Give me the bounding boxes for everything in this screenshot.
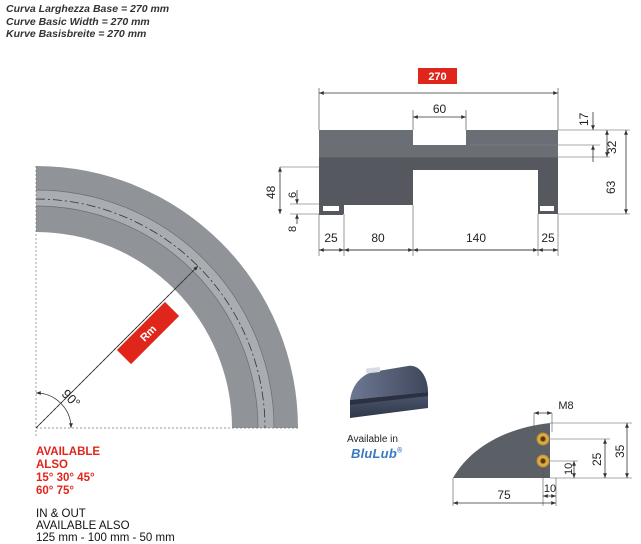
section-top-band xyxy=(319,130,558,157)
header-line-en: Curve Basic Width = 270 mm xyxy=(6,15,150,28)
curve-drawing: Rm 90° xyxy=(35,166,300,436)
dim-60: 60 xyxy=(433,102,447,116)
header-line-it: Curva Larghezza Base = 270 mm xyxy=(6,3,170,15)
end-piece-drawing: M8 35 25 10 10 75 xyxy=(452,400,632,506)
dim-m8: M8 xyxy=(558,400,573,412)
width-badge xyxy=(418,68,457,84)
dim-32: 32 xyxy=(605,140,619,154)
inout-line3: 125 mm - 100 mm - 50 mm xyxy=(36,532,175,544)
dim-140: 140 xyxy=(466,231,486,245)
inout-line2: AVAILABLE ALSO xyxy=(36,520,130,532)
dim-35: 35 xyxy=(613,444,627,458)
radius-badge: Rm xyxy=(116,301,180,365)
dim-25-right: 25 xyxy=(541,231,555,245)
angle-label: 90° xyxy=(59,386,84,411)
header-line-de: Kurve Basisbreite = 270 mm xyxy=(6,28,147,40)
blulub-block-image xyxy=(350,365,428,418)
dim-25-left: 25 xyxy=(324,231,338,245)
dim-48: 48 xyxy=(264,185,278,199)
width-badge-text: 270 xyxy=(428,71,446,83)
availability-line2: ALSO xyxy=(36,459,68,471)
section-body xyxy=(319,157,558,215)
dim-6: 6 xyxy=(287,192,299,198)
dim-10-vertical: 10 xyxy=(563,463,575,475)
inout-line1: IN & OUT xyxy=(36,508,86,520)
curve-band xyxy=(36,166,298,428)
dim-17: 17 xyxy=(577,112,591,126)
dim-10-horizontal: 10 xyxy=(544,483,556,495)
dim-63: 63 xyxy=(604,180,618,194)
availability-angles-2: 60° 75° xyxy=(36,485,74,497)
availability-angles-1: 15° 30° 45° xyxy=(36,472,95,484)
brand-name: BluLub xyxy=(351,446,397,461)
brand-registered-mark: ® xyxy=(396,447,403,455)
inout-note: IN & OUT AVAILABLE ALSO 125 mm - 100 mm … xyxy=(36,508,175,544)
availability-note: AVAILABLE ALSO 15° 30° 45° 60° 75° xyxy=(36,446,100,498)
cross-section: 270 60 17 32 63 xyxy=(264,68,630,256)
dim-8: 8 xyxy=(287,226,299,232)
header-block: Curva Larghezza Base = 270 mm Curve Basi… xyxy=(6,3,169,41)
dim-25: 25 xyxy=(590,452,604,466)
availability-line1: AVAILABLE xyxy=(36,446,101,458)
dim-75: 75 xyxy=(497,488,511,502)
end-piece-body xyxy=(453,423,550,478)
dim-80: 80 xyxy=(371,231,385,245)
available-in-label: Available in xyxy=(347,434,398,445)
brand-logo: BluLub® xyxy=(351,446,402,461)
